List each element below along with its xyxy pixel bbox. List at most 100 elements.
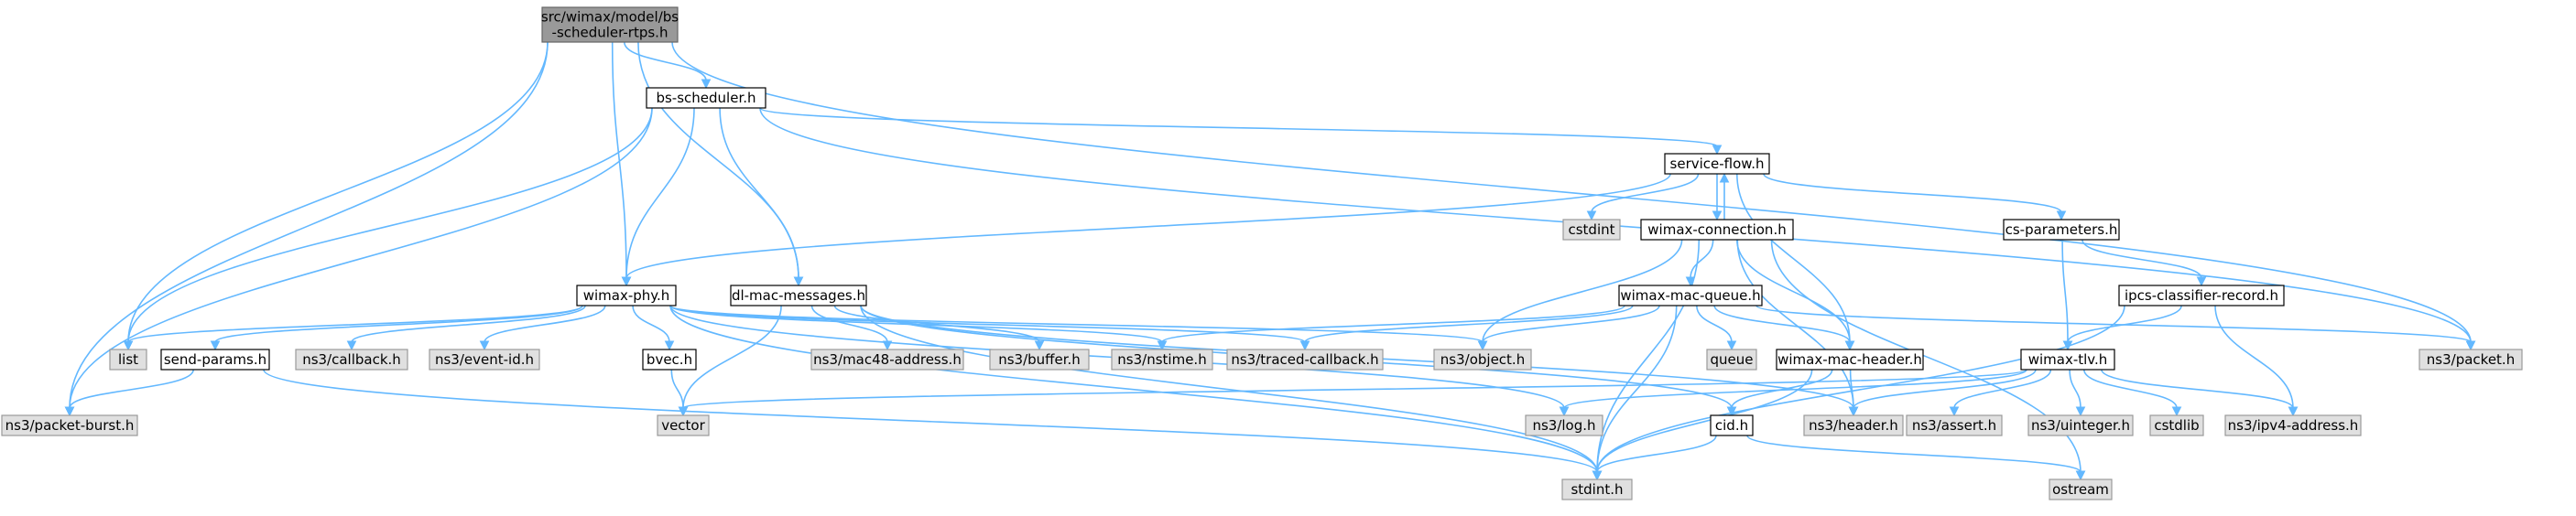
arrowhead-wimax-tlv-to-cstdlib [2171, 406, 2182, 417]
node-box-vector [657, 414, 710, 436]
node-box-ns3-buffer [989, 349, 1090, 371]
node-ns3-packet-burst: ns3/packet-burst.h [1, 414, 138, 436]
edge-wimax-phy-to-list [127, 305, 583, 343]
edge-dl-mac-messages-to-vector [682, 305, 782, 409]
node-box-cstdlib [2149, 414, 2204, 436]
node-label-wimax-connection: wimax-connection.h [1647, 221, 1786, 238]
node-service-flow[interactable]: service-flow.h [1664, 153, 1770, 175]
node-label-ns3-nstime: ns3/nstime.h [1117, 351, 1206, 368]
node-send-params[interactable]: send-params.h [160, 349, 270, 371]
edges-layer [64, 41, 2476, 481]
node-label-cs-parameters: cs-parameters.h [2005, 221, 2118, 238]
node-box-root [541, 6, 679, 43]
edge-wimax-phy-to-stdint [669, 305, 1598, 473]
node-box-bvec [642, 349, 697, 371]
node-ns3-event-id: ns3/event-id.h [429, 349, 540, 371]
node-ns3-nstime: ns3/nstime.h [1111, 349, 1213, 371]
node-ostream: ostream [2049, 478, 2113, 500]
edge-root-to-ns3-packet [671, 41, 2472, 343]
arrowhead-dl-mac-messages-to-ns3-mac48 [882, 340, 893, 351]
arrowhead-wimax-mac-header-to-cid [1726, 406, 1737, 417]
node-ipcs-classifier-record[interactable]: ipcs-classifier-record.h [2118, 285, 2285, 306]
edge-ipcs-classifier-record-to-ns3-ipv4-address [2214, 305, 2294, 409]
node-bs-scheduler[interactable]: bs-scheduler.h [646, 87, 766, 109]
node-dl-mac-messages[interactable]: dl-mac-messages.h [730, 285, 867, 306]
edge-wimax-mac-queue-to-ns3-nstime [1161, 305, 1625, 343]
arrowhead-service-flow-to-cstdint [1586, 210, 1597, 221]
node-ns3-packet: ns3/packet.h [2418, 349, 2523, 371]
node-label-ns3-header: ns3/header.h [1809, 417, 1898, 434]
arrowhead-service-flow-to-cs-parameters [2056, 210, 2067, 221]
node-ns3-header: ns3/header.h [1803, 414, 1904, 436]
arrowhead-cid-to-stdint [1592, 470, 1603, 481]
node-box-wimax-connection [1640, 219, 1794, 241]
edge-dl-mac-messages-to-stdint [860, 305, 1598, 473]
node-ns3-log: ns3/log.h [1525, 414, 1603, 436]
edge-wimax-mac-header-to-stdint [1596, 369, 1813, 473]
node-wimax-tlv[interactable]: wimax-tlv.h [2020, 349, 2115, 371]
node-wimax-mac-header[interactable]: wimax-mac-header.h [1776, 349, 1924, 371]
arrowhead-bvec-to-vector [678, 406, 689, 417]
node-label-ostream: ostream [2052, 481, 2109, 498]
node-wimax-phy[interactable]: wimax-phy.h [576, 285, 677, 306]
node-label-ns3-assert: ns3/assert.h [1912, 417, 1996, 434]
node-box-ns3-object [1433, 349, 1532, 371]
node-root[interactable]: src/wimax/model/bs-scheduler-rtps.h [541, 6, 679, 43]
node-label-root: -scheduler-rtps.h [552, 25, 668, 41]
arrowhead-wimax-mac-queue-to-ns3-packet [2465, 340, 2476, 351]
node-box-ns3-traced-callback [1226, 349, 1384, 371]
edge-wimax-phy-to-send-params [214, 305, 583, 343]
edge-service-flow-to-wimax-mac-header [1736, 173, 1851, 343]
arrowhead-wimax-tlv-to-ns3-uinteger [2075, 406, 2086, 417]
arrowhead-wimax-phy-to-ns3-callback [346, 340, 357, 351]
node-ns3-assert: ns3/assert.h [1906, 414, 2003, 436]
arrowhead-root-to-bs-scheduler [701, 79, 712, 90]
node-box-ns3-callback [295, 349, 408, 371]
edge-bs-scheduler-to-list [127, 107, 653, 343]
arrowhead-bs-scheduler-to-service-flow [1712, 145, 1723, 156]
edge-root-to-bs-scheduler [624, 41, 707, 81]
node-cid[interactable]: cid.h [1710, 414, 1754, 436]
node-label-dl-mac-messages: dl-mac-messages.h [732, 287, 865, 304]
node-bvec[interactable]: bvec.h [642, 349, 697, 371]
arrowhead-wimax-mac-queue-to-ns3-nstime [1157, 340, 1168, 351]
arrowhead-wimax-mac-queue-to-ns3-object [1477, 340, 1488, 351]
edge-bs-scheduler-to-service-flow [759, 107, 1718, 147]
edge-wimax-mac-queue-to-stdint [1596, 305, 1678, 473]
node-ns3-uinteger: ns3/uinteger.h [2027, 414, 2134, 436]
node-box-ns3-uinteger [2027, 414, 2134, 436]
node-box-send-params [160, 349, 270, 371]
node-wimax-connection[interactable]: wimax-connection.h [1640, 219, 1794, 241]
node-label-ns3-mac48: ns3/mac48-address.h [813, 351, 962, 368]
node-label-send-params: send-params.h [164, 351, 266, 368]
edge-root-to-ns3-packet-burst [69, 41, 549, 409]
node-box-cstdint [1562, 219, 1621, 241]
node-vector: vector [657, 414, 710, 436]
edge-wimax-mac-queue-to-ns3-packet [1755, 305, 2472, 343]
node-cs-parameters[interactable]: cs-parameters.h [2003, 219, 2120, 241]
arrowhead-wimax-tlv-to-ns3-header [1848, 406, 1859, 417]
node-box-ipcs-classifier-record [2118, 285, 2285, 306]
edge-dl-mac-messages-to-ns3-mac48 [810, 305, 888, 343]
node-box-wimax-mac-header [1776, 349, 1924, 371]
edge-bs-scheduler-to-dl-mac-messages [719, 107, 799, 279]
edge-wimax-mac-queue-to-ns3-traced-callback [1304, 305, 1634, 343]
edge-wimax-phy-to-ns3-traced-callback [669, 305, 1306, 343]
node-box-cid [1710, 414, 1754, 436]
arrowhead-dl-mac-messages-to-ns3-buffer [1034, 340, 1045, 351]
node-wimax-mac-queue[interactable]: wimax-mac-queue.h [1618, 285, 1763, 306]
node-label-root: src/wimax/model/bs [541, 9, 679, 26]
node-box-service-flow [1664, 153, 1770, 175]
node-box-wimax-phy [576, 285, 677, 306]
node-label-cstdlib: cstdlib [2154, 417, 2199, 434]
node-label-ns3-event-id: ns3/event-id.h [435, 351, 534, 368]
node-ns3-callback: ns3/callback.h [295, 349, 408, 371]
edge-wimax-phy-to-ns3-object [669, 305, 1484, 343]
node-label-bs-scheduler: bs-scheduler.h [656, 90, 755, 106]
arrowhead-cid-to-ostream [2075, 470, 2086, 481]
node-label-ns3-object: ns3/object.h [1440, 351, 1525, 368]
node-label-ns3-ipv4-address: ns3/ipv4-address.h [2228, 417, 2359, 434]
node-label-ns3-log: ns3/log.h [1532, 417, 1595, 434]
edge-wimax-mac-queue-to-ns3-object [1482, 305, 1660, 343]
